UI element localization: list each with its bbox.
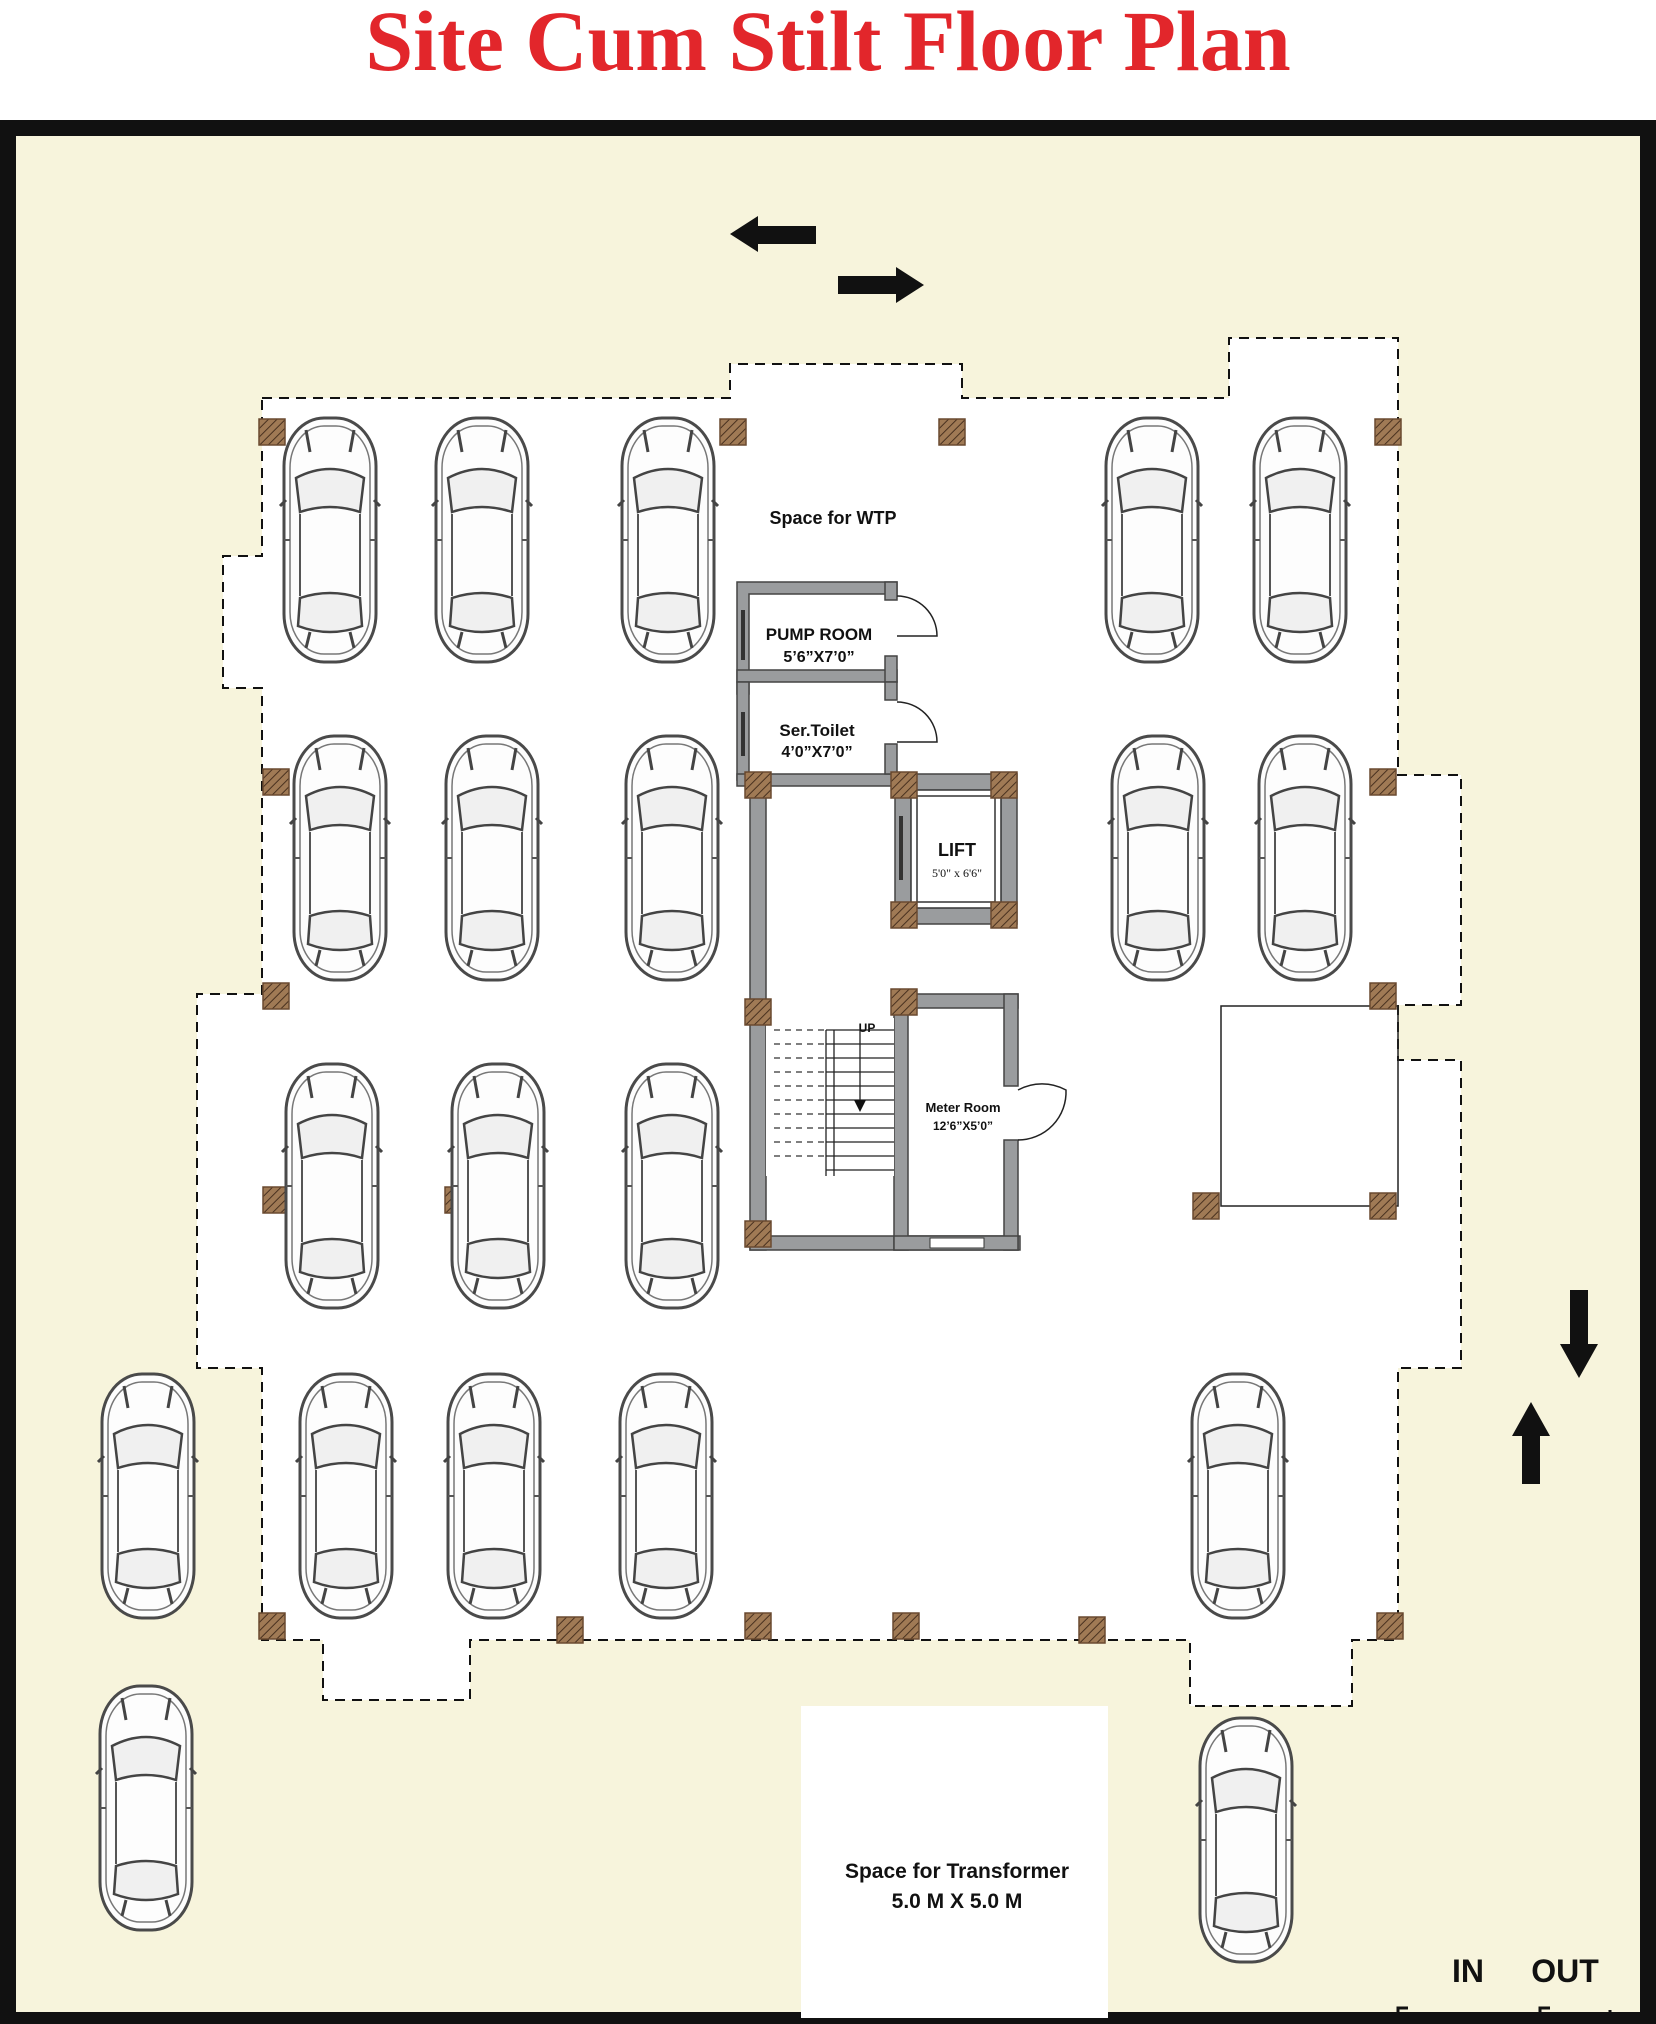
traffic-arrows — [730, 216, 1598, 1484]
arrow-down-icon — [1560, 1290, 1598, 1378]
car-icon — [620, 1062, 724, 1310]
page-title: Site Cum Stilt Floor Plan — [365, 0, 1291, 89]
car-icon — [280, 1062, 384, 1310]
car-icon — [94, 1684, 198, 1932]
lift-size: 5'0" x 6'6" — [932, 866, 982, 880]
car-icon — [442, 1372, 546, 1620]
car-icon — [288, 734, 392, 982]
car-icon — [1253, 734, 1357, 982]
car-icon — [1194, 1716, 1298, 1964]
car-icon — [440, 734, 544, 982]
wtp-label: Space for WTP — [769, 508, 896, 528]
transformer-space — [801, 1706, 1108, 2018]
pump-room — [736, 581, 938, 695]
open-square — [1220, 1005, 1399, 1207]
car-icon — [1248, 416, 1352, 664]
car-icon — [620, 734, 724, 982]
pump-room-size: 5’6”X7’0” — [783, 649, 854, 666]
arrow-up-icon — [1512, 1402, 1550, 1484]
car-icon — [446, 1062, 550, 1310]
car-icon — [1106, 734, 1210, 982]
car-icon — [294, 1372, 398, 1620]
gate-in-label: IN — [1452, 1953, 1484, 1989]
gate-marks — [1396, 2006, 1612, 2022]
stair-up-label: UP — [859, 1021, 876, 1035]
meter-room-label: Meter Room — [925, 1100, 1000, 1115]
car-icon — [616, 416, 720, 664]
toilet-label: Ser.Toilet — [779, 721, 855, 740]
pump-room-label: PUMP ROOM — [766, 625, 872, 644]
meter-room-size: 12’6”X5’0” — [933, 1119, 993, 1133]
car-icon — [278, 416, 382, 664]
toilet-size: 4’0”X7’0” — [781, 744, 852, 761]
car-icon — [1186, 1372, 1290, 1620]
transformer-label: Space for Transformer — [845, 1860, 1069, 1883]
car-icon — [430, 416, 534, 664]
gate-out-label: OUT — [1531, 1953, 1599, 1989]
car-icon — [614, 1372, 718, 1620]
lift — [894, 773, 1018, 925]
lift-label: LIFT — [938, 840, 976, 860]
car-icon — [96, 1372, 200, 1620]
meter-room — [893, 993, 1067, 1251]
transformer-size: 5.0 M X 5.0 M — [892, 1890, 1023, 1913]
arrow-left-icon — [730, 216, 816, 252]
car-icon — [1100, 416, 1204, 664]
arrow-right-icon — [838, 267, 924, 303]
